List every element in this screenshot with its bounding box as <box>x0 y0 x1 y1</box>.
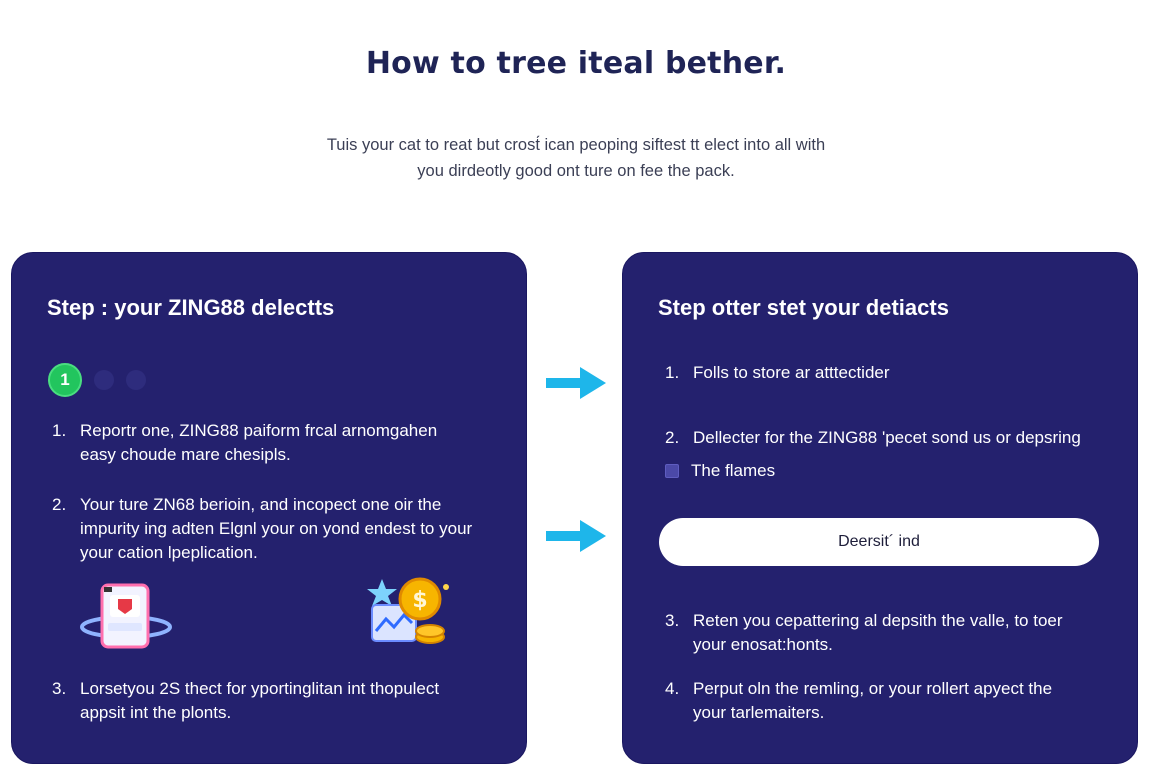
step-number: 1. <box>665 363 680 382</box>
step-number: 3. <box>52 679 67 698</box>
step-progress-dots: 1 <box>48 363 146 397</box>
step-text-line: Your ture ZN68 berioin, and incopect one… <box>80 495 442 514</box>
step-text-line: Perput oln the remling, or your rollert … <box>693 679 1053 698</box>
deposit-button[interactable]: Deersit´ ind <box>659 518 1099 566</box>
right-step-card: Step otter stet your detiacts 1. Folls t… <box>622 252 1138 764</box>
step-number: 2. <box>52 495 67 514</box>
svg-text:$: $ <box>412 588 427 613</box>
step-number: 3. <box>665 611 680 630</box>
flames-checkbox-row[interactable]: The flames <box>665 461 775 481</box>
left-step-2: 2. Your ture ZN68 berioin, and incopect … <box>52 493 512 565</box>
subtitle-line-1: Tuis your cat to reat but crost́ ican pe… <box>326 136 826 154</box>
step-text-line: your tarlemaiters. <box>693 703 825 722</box>
arrow-right-icon <box>546 367 606 399</box>
step-text-line: your cation lpeplication. <box>80 543 258 562</box>
subtitle-line-2: you dirdeotly good ont ture on fee the p… <box>417 162 735 180</box>
right-step-3: 3. Reten you cepattering al depsith the … <box>665 609 1125 657</box>
step-text-line: your enosat:honts. <box>693 635 833 654</box>
right-step-1: 1. Folls to store ar atttectider <box>665 361 1125 385</box>
right-step-4: 4. Perput oln the remling, or your rolle… <box>665 677 1125 725</box>
coins-chart-icon: $ <box>367 577 449 644</box>
step-dot[interactable] <box>94 370 114 390</box>
step-text-line: easy choude mare chesipls. <box>80 445 291 464</box>
checkbox-label: The flames <box>691 461 776 480</box>
left-card-title: Step : your ZING88 delectts <box>47 295 335 320</box>
step-text-line: Reportr one, ZING88 paiform frcal arnomg… <box>80 421 438 440</box>
arrow-right-icon <box>546 520 606 552</box>
step-text-line: Folls to store ar atttectider <box>693 363 890 382</box>
flames-checkbox[interactable] <box>665 464 679 478</box>
step-text-line: appsit int the plonts. <box>80 703 232 722</box>
step-text-line: Reten you cepattering al depsith the val… <box>693 611 1063 630</box>
step-number: 4. <box>665 679 680 698</box>
step-number: 1. <box>52 421 67 440</box>
phone-shield-icon <box>80 583 172 649</box>
step-dot[interactable] <box>126 370 146 390</box>
page-subtitle: Tuis your cat to reat but crost́ ican pe… <box>276 132 876 184</box>
left-step-3: 3. Lorsetyou 2S thect for yportinglitan … <box>52 677 512 725</box>
page-title: How to tree iteal bether. <box>365 46 787 81</box>
left-step-1: 1. Reportr one, ZING88 paiform frcal arn… <box>52 419 512 467</box>
left-step-card: Step : your ZING88 delectts 1 1. Reportr… <box>11 252 527 764</box>
step-dot-active[interactable]: 1 <box>48 363 82 397</box>
right-step-2: 2. Dellecter for the ZING88 ʹpecet sond … <box>665 426 1125 450</box>
right-card-title: Step otter stet your detiacts <box>658 295 949 320</box>
step-text-line: Lorsetyou 2S thect for yportinglitan int… <box>80 679 440 698</box>
step-text-line: Dellecter for the ZING88 ʹpecet sond us … <box>693 428 1081 447</box>
step-text-line: impurity ing adten Elgnl your on yond en… <box>80 519 473 538</box>
step-number: 2. <box>665 428 680 447</box>
